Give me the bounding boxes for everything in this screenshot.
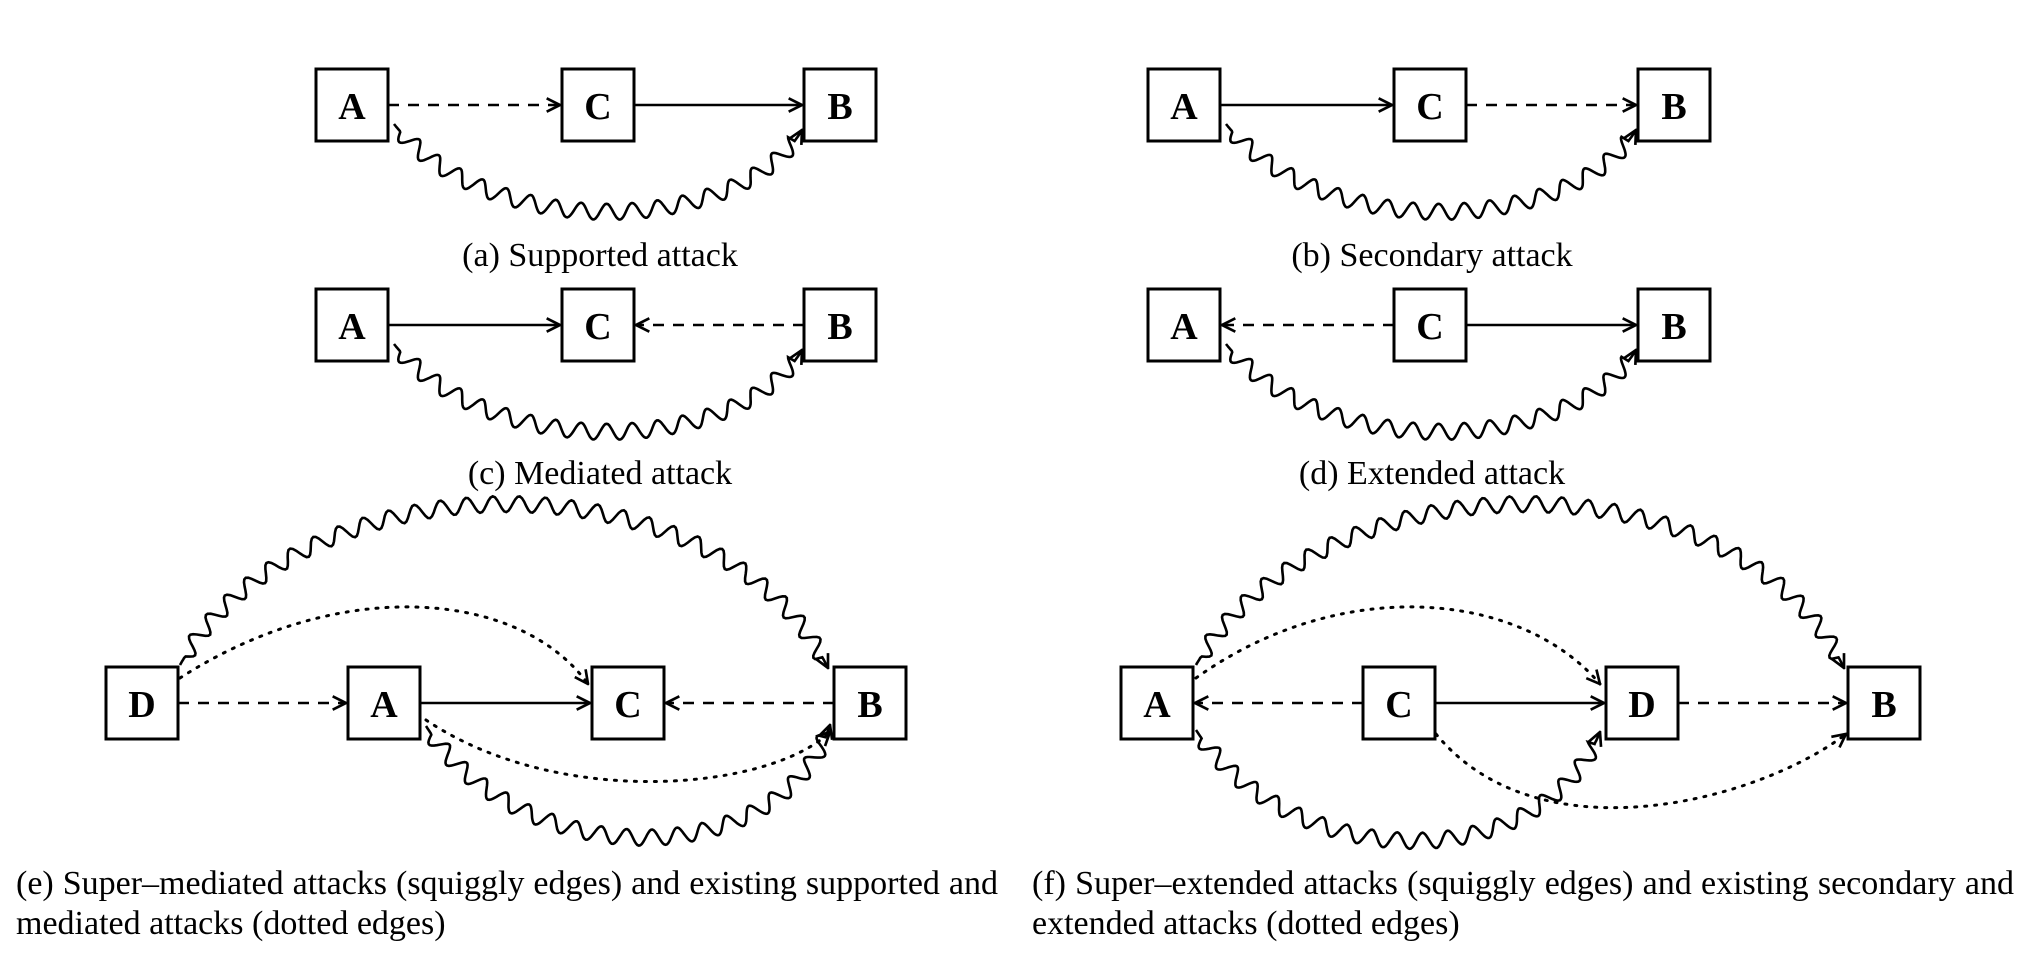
panel-e-node-b: B (832, 665, 908, 741)
panel-c-edge-a-to-b-squiggly (392, 343, 802, 441)
panel-f-node-a: A (1119, 665, 1195, 741)
panel-f-node-a-label: A (1143, 684, 1171, 726)
panel-c-node-a: A (314, 287, 390, 363)
panel-c-node-b: B (802, 287, 878, 363)
caption-panel-a: (a) Supported attack (462, 237, 738, 274)
panel-a-node-b: B (802, 67, 878, 143)
panel-d-node-b-label: B (1661, 306, 1686, 348)
panel-d-node-a: A (1146, 287, 1222, 363)
caption-panel-d: (d) Extended attack (1298, 455, 1566, 492)
panel-c-node-a-label: A (338, 306, 366, 348)
caption-panel-e: (e) Super–mediated attacks (squiggly edg… (16, 865, 998, 942)
panel-a-edge-a-to-b-squiggly (392, 123, 802, 221)
caption-panel-c: (c) Mediated attack (467, 455, 733, 492)
panel-b-node-b-label: B (1661, 86, 1686, 128)
panel-d-node-a-label: A (1170, 306, 1198, 348)
panel-f-node-b: B (1846, 665, 1922, 741)
panel-b-edge-a-to-b-squiggly (1224, 123, 1636, 221)
panel-e-node-b-label: B (857, 684, 882, 726)
panel-a-node-c-label: C (584, 86, 611, 128)
panel-f-node-c: C (1361, 665, 1437, 741)
panel-e-node-c-label: C (614, 684, 641, 726)
panel-a-node-b-label: B (827, 86, 852, 128)
caption-panel-b: (b) Secondary attack (1291, 237, 1573, 274)
panel-e-edge-d-to-c-dotted (178, 605, 588, 684)
panel-e-edge-d-to-b-squiggly (178, 494, 828, 668)
panel-c-node-b-label: B (827, 306, 852, 348)
panel-a-node-a-label: A (338, 86, 366, 128)
panel-e-edge-a-to-b-squiggly (424, 725, 830, 847)
panel-b-node-b: B (1636, 67, 1712, 143)
panel-f-edge-a-to-d-squiggly (1194, 730, 1600, 851)
panel-f-node-d-label: D (1628, 684, 1655, 726)
panel-f-edge-c-to-b-dotted (1434, 734, 1846, 810)
panel-e-node-a: A (346, 665, 422, 741)
panel-f-node-c-label: C (1385, 684, 1412, 726)
panel-a-node-a: A (314, 67, 390, 143)
panel-a-node-c: C (560, 67, 636, 143)
panel-c-node-c: C (560, 287, 636, 363)
panel-b-node-a-label: A (1170, 86, 1198, 128)
panel-d-node-c-label: C (1416, 306, 1443, 348)
panel-d-edge-a-to-b-squiggly (1224, 343, 1636, 441)
caption-panel-f: (f) Super–extended attacks (squiggly edg… (1032, 865, 2014, 942)
panel-e-node-d: D (104, 665, 180, 741)
panel-e-node-a-label: A (370, 684, 398, 726)
panel-b-node-c-label: C (1416, 86, 1443, 128)
panel-d-node-c: C (1392, 287, 1468, 363)
panel-f-edge-a-to-d-dotted (1194, 605, 1600, 684)
panel-f-node-b-label: B (1871, 684, 1896, 726)
panel-f-node-d: D (1604, 665, 1680, 741)
panel-c-node-c-label: C (584, 306, 611, 348)
panel-b-node-a: A (1146, 67, 1222, 143)
panel-e-node-c: C (590, 665, 666, 741)
panel-e-node-d-label: D (128, 684, 155, 726)
panel-d-node-b: B (1636, 287, 1712, 363)
panel-f-edge-a-to-b-squiggly (1194, 494, 1844, 668)
panel-b-node-c: C (1392, 67, 1468, 143)
panel-e-edge-a-to-b-dotted (424, 718, 830, 783)
